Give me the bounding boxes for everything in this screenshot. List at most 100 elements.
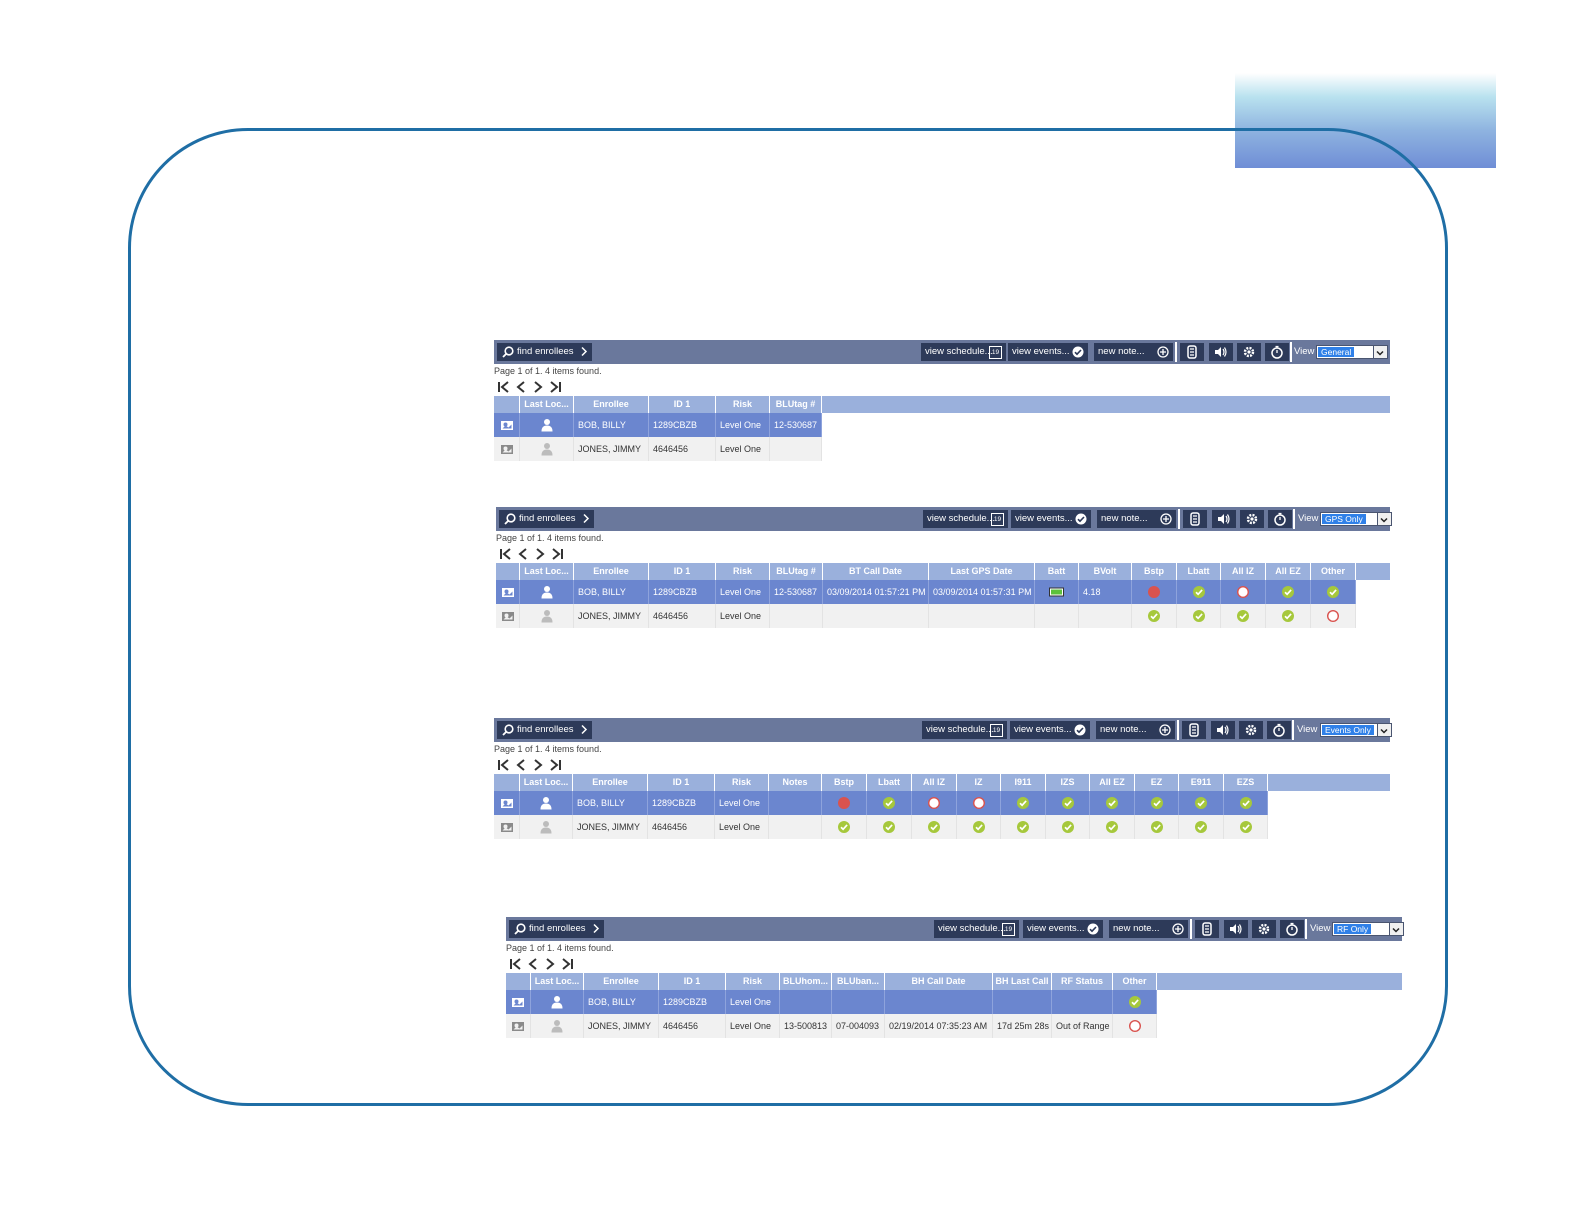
view-schedule-button[interactable]: view schedule...19 [922, 721, 1007, 739]
stopwatch-button[interactable] [1280, 920, 1304, 938]
column-header[interactable]: Enrollee [573, 774, 648, 791]
view-events-button[interactable]: view events... [1011, 510, 1091, 528]
new-note-button[interactable]: new note... [1094, 343, 1173, 361]
alarm-button[interactable] [1182, 721, 1206, 739]
column-header[interactable]: BLUban... [832, 973, 885, 990]
map-pin-icon[interactable] [494, 791, 520, 815]
speaker-button[interactable] [1224, 920, 1248, 938]
stopwatch-button[interactable] [1268, 510, 1292, 528]
column-header[interactable]: BVolt [1079, 563, 1132, 580]
gear-button[interactable] [1252, 920, 1276, 938]
view-select[interactable]: Events Only [1320, 723, 1392, 737]
next-page-icon[interactable] [531, 380, 545, 399]
map-pin-icon[interactable] [496, 580, 520, 604]
column-header[interactable]: ID 1 [649, 563, 716, 580]
last-page-icon[interactable] [548, 380, 562, 399]
prev-page-icon[interactable] [526, 957, 540, 976]
column-header[interactable]: Bstp [822, 774, 867, 791]
map-pin-icon[interactable] [494, 413, 520, 437]
next-page-icon[interactable] [531, 758, 545, 777]
column-header[interactable]: Last Loc... [531, 973, 584, 990]
map-pin-icon[interactable] [494, 815, 520, 839]
alarm-button[interactable] [1195, 920, 1219, 938]
column-header[interactable] [494, 774, 520, 791]
column-header[interactable]: I911 [1001, 774, 1046, 791]
column-header[interactable]: Lbatt [867, 774, 912, 791]
column-header[interactable]: Bstp [1132, 563, 1177, 580]
column-header[interactable]: Other [1113, 973, 1157, 990]
gear-button[interactable] [1240, 510, 1264, 528]
map-pin-icon[interactable] [506, 990, 531, 1014]
next-page-icon[interactable] [543, 957, 557, 976]
speaker-button[interactable] [1211, 721, 1235, 739]
column-header[interactable]: Risk [726, 973, 780, 990]
column-header[interactable]: BLUtag # [770, 396, 822, 413]
column-header[interactable]: Last Loc... [520, 774, 573, 791]
column-header[interactable]: Risk [716, 396, 770, 413]
column-header[interactable]: ID 1 [648, 774, 715, 791]
new-note-button[interactable]: new note... [1096, 721, 1175, 739]
map-pin-icon[interactable] [496, 604, 520, 628]
column-header[interactable]: IZS [1046, 774, 1090, 791]
column-header[interactable]: Batt [1035, 563, 1079, 580]
column-header[interactable]: IZ [957, 774, 1001, 791]
column-header[interactable] [494, 396, 520, 413]
speaker-button[interactable] [1212, 510, 1236, 528]
first-page-icon[interactable] [509, 957, 523, 976]
last-page-icon[interactable] [548, 758, 562, 777]
view-select[interactable]: GPS Only [1320, 512, 1392, 526]
column-header[interactable]: BLUtag # [770, 563, 823, 580]
first-page-icon[interactable] [497, 758, 511, 777]
column-header[interactable]: All EZ [1090, 774, 1135, 791]
column-header[interactable]: All IZ [912, 774, 957, 791]
column-header[interactable]: BH Last Call [993, 973, 1052, 990]
last-page-icon[interactable] [560, 957, 574, 976]
column-header[interactable]: EZ [1135, 774, 1179, 791]
column-header[interactable]: Risk [716, 563, 770, 580]
column-header[interactable]: Lbatt [1177, 563, 1221, 580]
find-enrollees-button[interactable]: find enrollees [497, 721, 592, 739]
stopwatch-button[interactable] [1265, 343, 1289, 361]
new-note-button[interactable]: new note... [1109, 920, 1188, 938]
column-header[interactable]: Enrollee [574, 396, 649, 413]
view-schedule-button[interactable]: view schedule...19 [923, 510, 1008, 528]
stopwatch-button[interactable] [1267, 721, 1291, 739]
view-events-button[interactable]: view events... [1010, 721, 1090, 739]
prev-page-icon[interactable] [514, 758, 528, 777]
column-header[interactable]: ID 1 [659, 973, 726, 990]
column-header[interactable]: All EZ [1266, 563, 1311, 580]
column-header[interactable]: ID 1 [649, 396, 716, 413]
view-schedule-button[interactable]: view schedule...19 [934, 920, 1019, 938]
column-header[interactable]: BT Call Date [823, 563, 929, 580]
column-header[interactable]: RF Status [1052, 973, 1113, 990]
view-events-button[interactable]: view events... [1008, 343, 1088, 361]
new-note-button[interactable]: new note... [1097, 510, 1176, 528]
column-header[interactable] [496, 563, 520, 580]
first-page-icon[interactable] [497, 380, 511, 399]
gear-button[interactable] [1239, 721, 1263, 739]
gear-button[interactable] [1237, 343, 1261, 361]
prev-page-icon[interactable] [516, 547, 530, 566]
column-header[interactable]: Last GPS Date [929, 563, 1035, 580]
prev-page-icon[interactable] [514, 380, 528, 399]
find-enrollees-button[interactable]: find enrollees [497, 343, 592, 361]
first-page-icon[interactable] [499, 547, 513, 566]
find-enrollees-button[interactable]: find enrollees [509, 920, 604, 938]
column-header[interactable]: BH Call Date [885, 973, 993, 990]
column-header[interactable]: EZS [1224, 774, 1268, 791]
column-header[interactable]: Last Loc... [520, 396, 574, 413]
next-page-icon[interactable] [533, 547, 547, 566]
column-header[interactable]: Enrollee [584, 973, 659, 990]
column-header[interactable]: E911 [1179, 774, 1224, 791]
view-events-button[interactable]: view events... [1023, 920, 1103, 938]
last-page-icon[interactable] [550, 547, 564, 566]
alarm-button[interactable] [1180, 343, 1204, 361]
view-schedule-button[interactable]: view schedule...19 [921, 343, 1006, 361]
